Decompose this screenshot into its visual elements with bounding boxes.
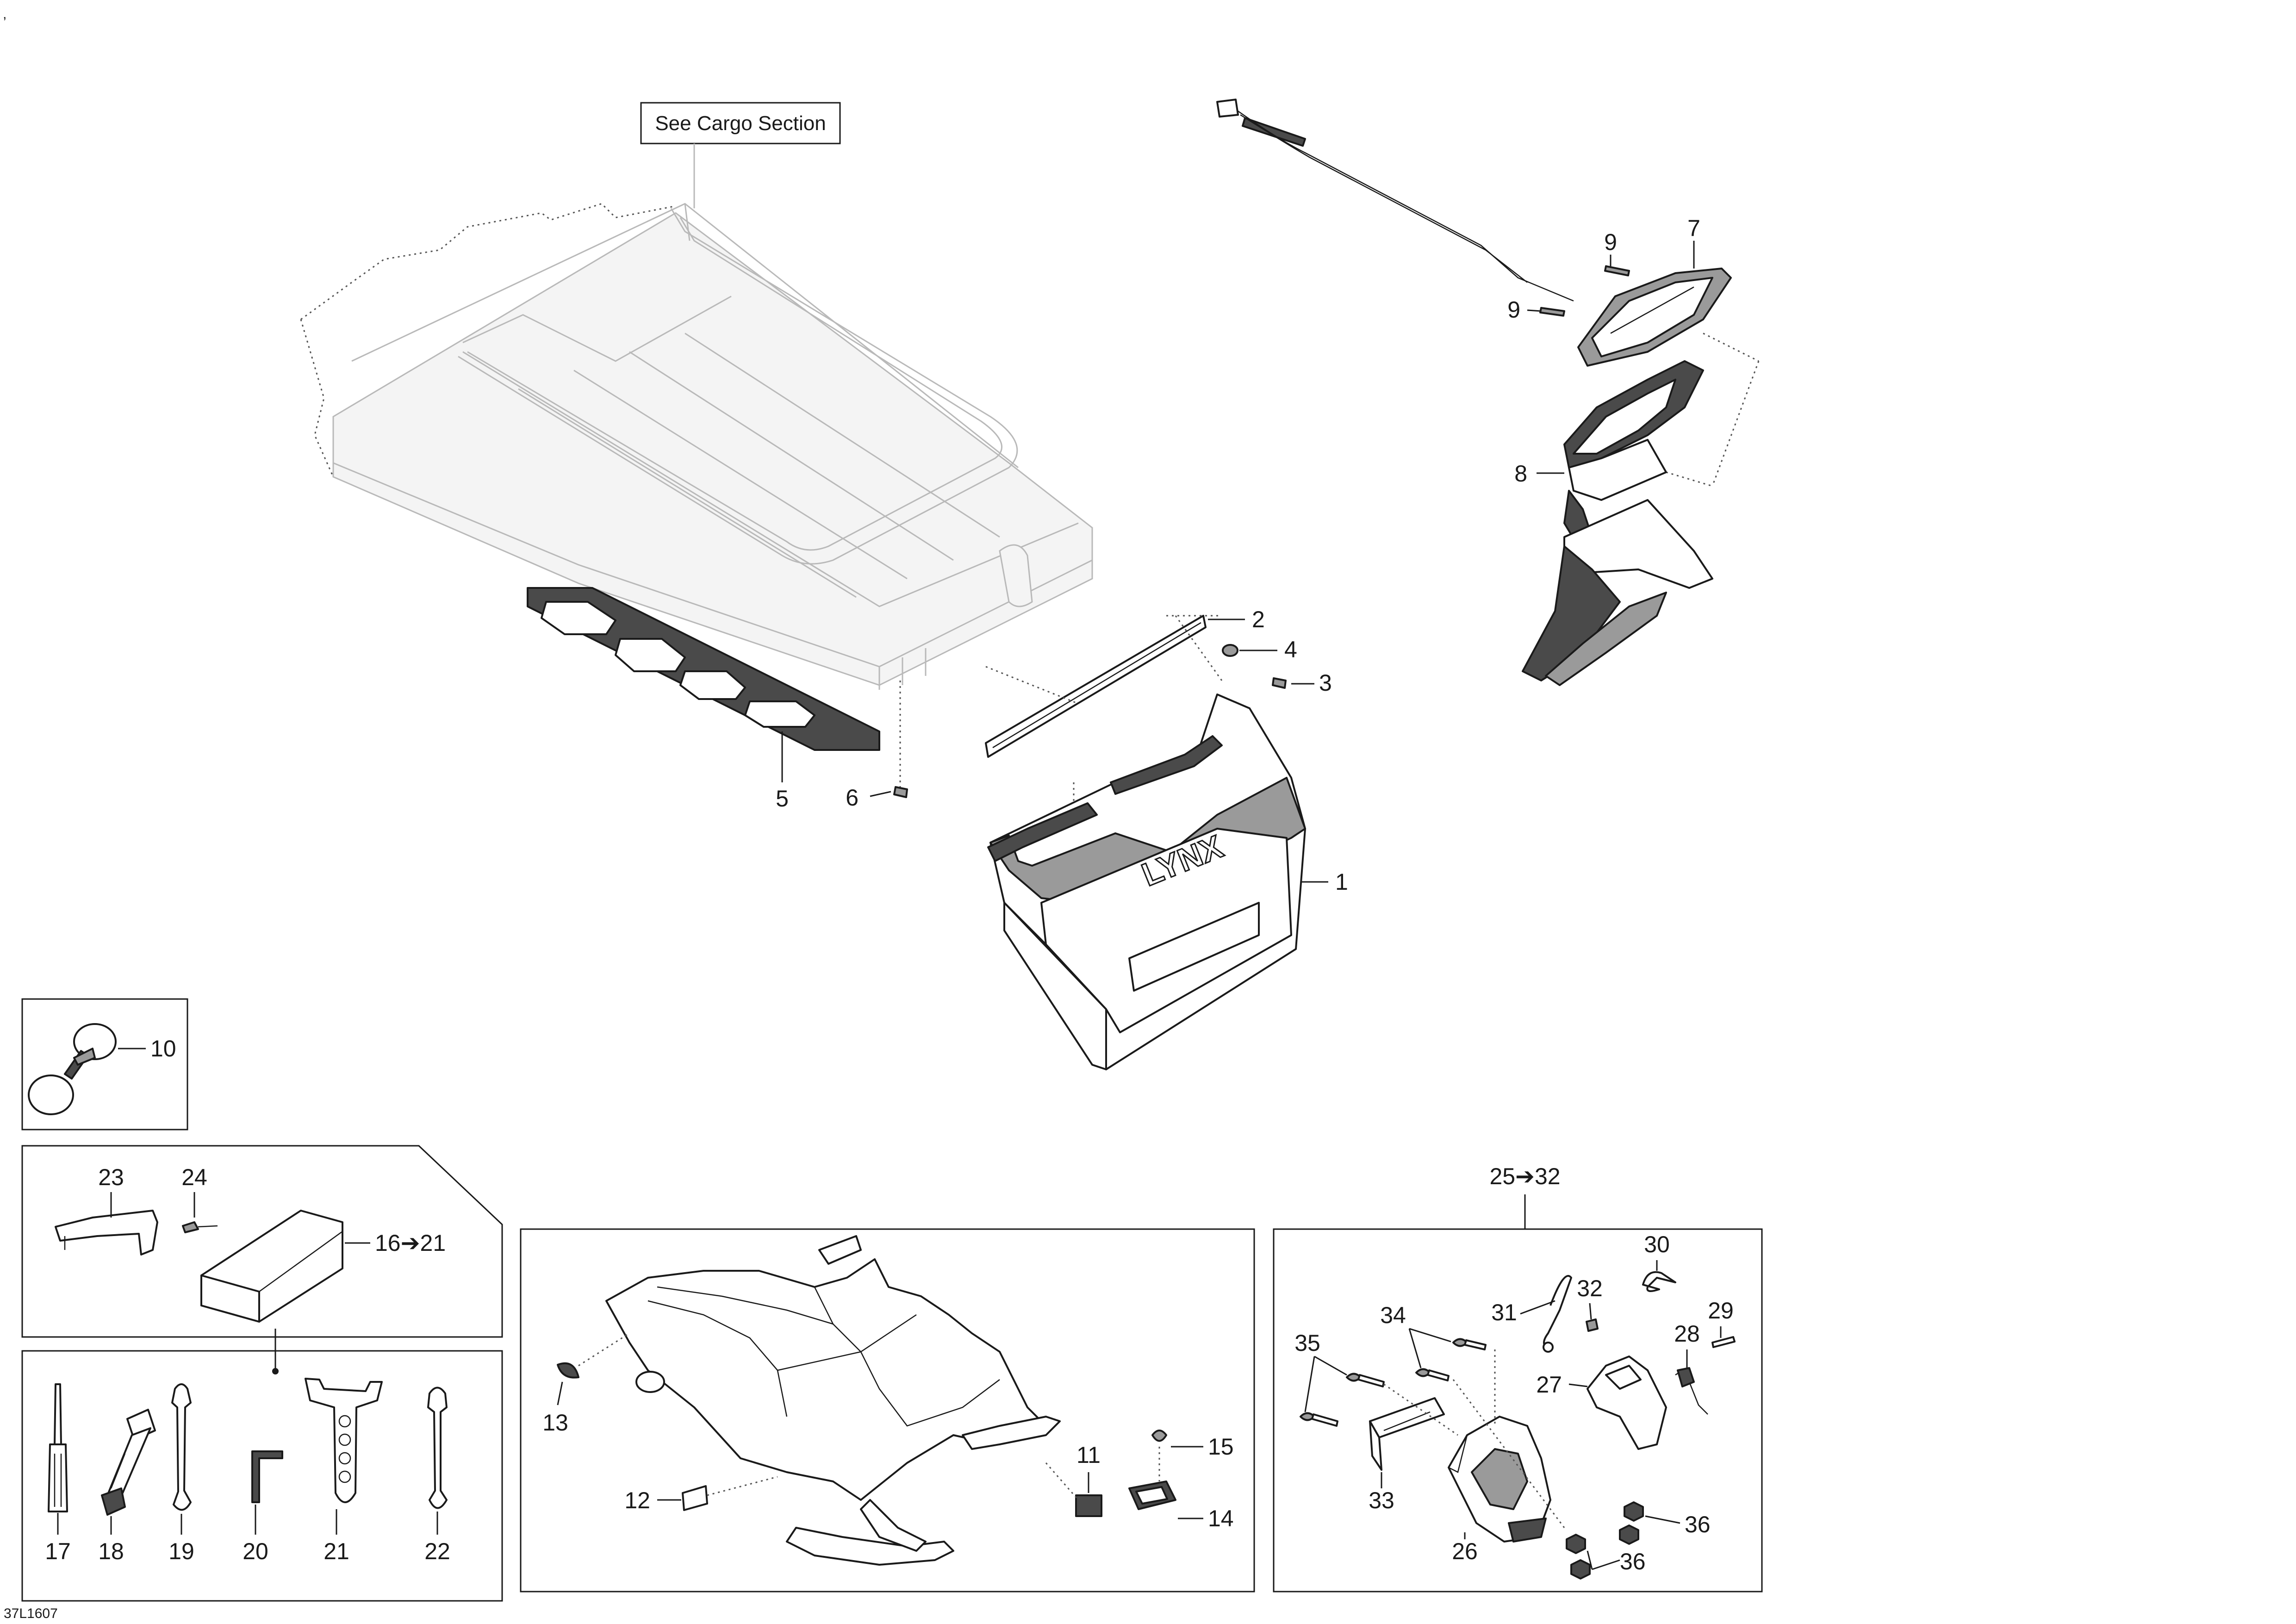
- latch-27: [1587, 1355, 1667, 1450]
- box-toolkit-upper: [21, 1145, 503, 1338]
- tail-light-harness: [1216, 99, 1574, 302]
- label-3: 3: [1319, 670, 1332, 696]
- leader-27: [1568, 1383, 1588, 1387]
- label-29: 29: [1708, 1298, 1734, 1324]
- screwdriver-17: [48, 1383, 68, 1512]
- label-34: 34: [1380, 1302, 1406, 1328]
- bolt-34-a: [1452, 1338, 1487, 1350]
- side-panel-strip: [527, 587, 880, 751]
- tether-cord-10: [28, 1023, 117, 1115]
- screw-6: [893, 681, 908, 798]
- label-23: 23: [98, 1164, 124, 1190]
- label-20: 20: [243, 1538, 268, 1564]
- screw-9-bottom: [1539, 307, 1565, 317]
- pouch-contents-dot: [272, 1368, 279, 1374]
- pin-31: [1543, 1275, 1572, 1348]
- spanner-21: [305, 1378, 383, 1503]
- leader-32: [1589, 1303, 1592, 1320]
- leader-35: [1304, 1355, 1347, 1412]
- pin-29: [1711, 1336, 1736, 1348]
- label-21: 21: [324, 1538, 349, 1564]
- label-1: 1: [1335, 869, 1348, 895]
- label-4: 4: [1284, 637, 1297, 662]
- label-27: 27: [1536, 1372, 1562, 1398]
- label-19: 19: [168, 1538, 194, 1564]
- clip-30: [1642, 1271, 1676, 1292]
- cargo-rack-ghost: [300, 203, 1093, 690]
- label-33: 33: [1369, 1487, 1394, 1513]
- box-10: [21, 998, 188, 1131]
- label-6: 6: [846, 785, 859, 811]
- decal-12: [682, 1485, 708, 1511]
- label-7: 7: [1687, 215, 1700, 241]
- nut-3: [1272, 677, 1287, 689]
- nuts-36: [1566, 1501, 1644, 1580]
- box-tools: [21, 1350, 503, 1602]
- leader-34: [1408, 1328, 1451, 1368]
- label-17: 17: [45, 1538, 71, 1564]
- leader-36b: [1587, 1550, 1620, 1570]
- corner-mark: ,: [3, 6, 6, 22]
- light-housing-8: [1522, 360, 1713, 686]
- label-31: 31: [1491, 1299, 1517, 1325]
- cargo-callout-text: See Cargo Section: [655, 112, 826, 135]
- drawing-code: 37L1607: [4, 1606, 58, 1621]
- bolt-35-a: [1346, 1373, 1385, 1387]
- bolt-34-b: [1415, 1368, 1450, 1381]
- spark-plug-socket-18: [101, 1409, 156, 1516]
- tool-pouch: [200, 1210, 343, 1323]
- label-9b: 9: [1507, 297, 1520, 323]
- label-36a: 36: [1685, 1512, 1711, 1537]
- reinforcement-bar: [985, 615, 1207, 758]
- label-11: 11: [1076, 1442, 1101, 1468]
- label-28: 28: [1674, 1321, 1700, 1347]
- leader-36a: [1645, 1515, 1680, 1524]
- label-30: 30: [1644, 1231, 1670, 1257]
- label-18: 18: [98, 1538, 124, 1564]
- wrench-22: [427, 1387, 448, 1509]
- leader-6: [870, 791, 891, 797]
- decal-11: [1075, 1494, 1102, 1517]
- bracket-23: [55, 1210, 158, 1255]
- label-10: 10: [150, 1036, 176, 1062]
- leader-31: [1520, 1300, 1556, 1315]
- decal-13: [557, 1362, 579, 1379]
- label-5: 5: [776, 786, 789, 812]
- label-9a: 9: [1604, 229, 1617, 255]
- box-hitch: [1273, 1228, 1763, 1593]
- bolt-35-b: [1300, 1412, 1338, 1427]
- label-25-32: 25➔32: [1489, 1163, 1560, 1189]
- snowmobile-outline: [605, 1235, 1061, 1566]
- label-2: 2: [1252, 606, 1265, 632]
- snow-flap: LYNX: [987, 693, 1306, 1070]
- screw-15: [1151, 1430, 1167, 1442]
- box-snowmobile: [520, 1228, 1255, 1593]
- tail-light-7: [1577, 268, 1732, 367]
- label-8: 8: [1514, 461, 1527, 487]
- label-14: 14: [1208, 1505, 1234, 1531]
- label-36b: 36: [1620, 1549, 1646, 1574]
- label-16-21: 16➔21: [375, 1230, 446, 1256]
- wrench-19: [171, 1383, 192, 1511]
- label-35: 35: [1294, 1330, 1320, 1356]
- cargo-callout-box: [640, 102, 841, 144]
- label-12: 12: [624, 1487, 650, 1513]
- screw-24: [182, 1221, 218, 1233]
- hitch-bracket-26: [1448, 1416, 1551, 1543]
- washer-4: [1222, 644, 1238, 657]
- plate-33: [1369, 1397, 1445, 1471]
- label-32: 32: [1577, 1275, 1603, 1301]
- label-15: 15: [1208, 1434, 1234, 1460]
- label-13: 13: [542, 1410, 568, 1436]
- label-24: 24: [181, 1164, 207, 1190]
- label-26: 26: [1452, 1538, 1478, 1564]
- leader-9b: [1527, 309, 1542, 312]
- hex-key-20: [251, 1450, 283, 1503]
- label-22: 22: [424, 1538, 450, 1564]
- cargo-section-callout: See Cargo Section: [640, 102, 841, 208]
- leader-13: [557, 1381, 563, 1405]
- screw-9-top: [1604, 265, 1630, 276]
- nut-32: [1586, 1318, 1599, 1332]
